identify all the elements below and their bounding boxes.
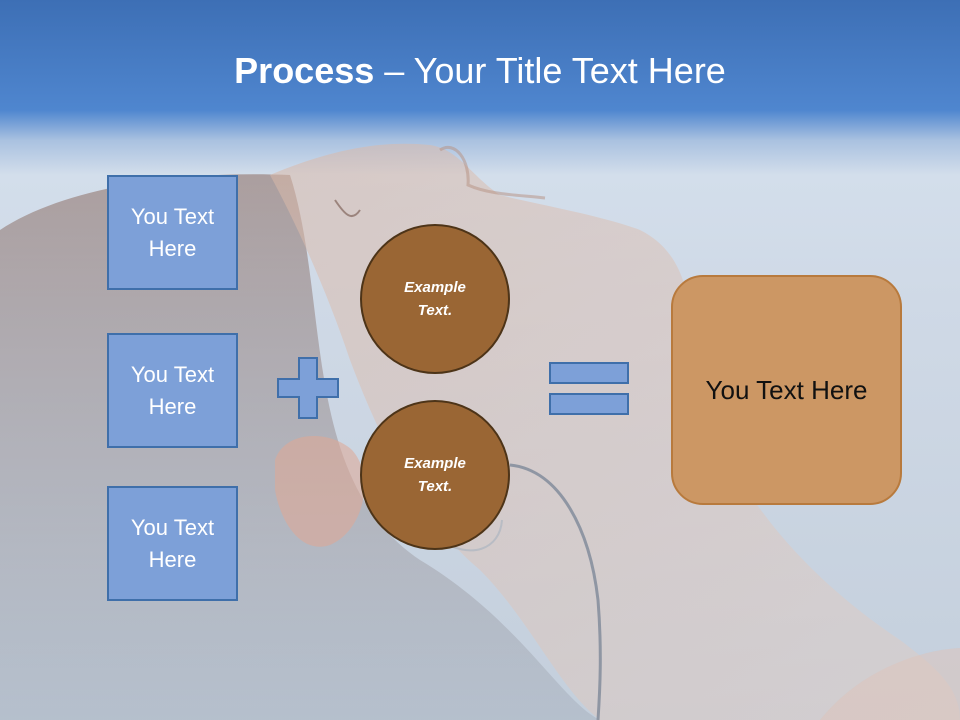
example-circle-2-label: Example Text.: [404, 455, 466, 495]
plus-icon: [277, 357, 339, 419]
slide-title: Process – Your Title Text Here: [0, 50, 960, 92]
text-box-1-label: You Text Here: [130, 203, 215, 261]
text-box-3-label: You Text Here: [130, 514, 215, 572]
title-rest: – Your Title Text Here: [374, 50, 726, 91]
equals-icon: [549, 362, 629, 415]
text-box-2[interactable]: You Text Here: [107, 333, 238, 448]
result-box-label: You Text Here: [705, 374, 868, 405]
result-box[interactable]: You Text Here: [671, 275, 902, 505]
title-bold: Process: [234, 50, 375, 91]
text-box-2-label: You Text Here: [130, 361, 215, 419]
example-circle-1-label: Example Text.: [404, 279, 466, 319]
example-circle-1[interactable]: Example Text.: [360, 224, 510, 374]
text-box-3[interactable]: You Text Here: [107, 486, 238, 601]
text-box-1[interactable]: You Text Here: [107, 175, 238, 290]
example-circle-2[interactable]: Example Text.: [360, 400, 510, 550]
